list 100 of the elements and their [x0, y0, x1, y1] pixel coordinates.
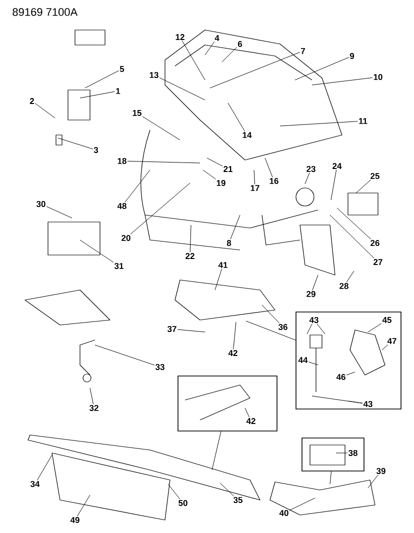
leader-line — [336, 208, 372, 240]
leader-line — [312, 77, 373, 86]
callout-number: 37 — [167, 326, 176, 332]
leader-line — [182, 40, 206, 80]
diagram-title: 89169 7100A — [12, 8, 78, 16]
callout-number: 20 — [122, 235, 130, 241]
callout-number: 15 — [132, 110, 142, 116]
inset-frame — [302, 438, 364, 472]
callout-number: 26 — [370, 240, 380, 246]
callout-number: 14 — [242, 132, 252, 138]
leader-line — [228, 102, 246, 132]
leader-line — [36, 454, 52, 480]
leader-line — [202, 170, 216, 180]
inset-frame — [178, 376, 278, 432]
leader-line — [246, 320, 296, 340]
leader-line — [46, 206, 72, 218]
leader-line — [124, 170, 150, 202]
leader-line — [222, 46, 238, 62]
leader-line — [262, 304, 280, 324]
callout-number: 2 — [30, 98, 34, 104]
callout-number: 13 — [150, 72, 158, 78]
callout-number: 9 — [350, 53, 354, 59]
leader-line — [177, 329, 206, 332]
callout-number: 49 — [70, 517, 80, 523]
leader-line — [204, 41, 215, 56]
leader-line — [94, 344, 155, 366]
leader-line — [77, 494, 90, 516]
callout-number: 48 — [117, 203, 126, 209]
callout-number: 23 — [306, 166, 316, 172]
leader-line — [220, 482, 234, 496]
leader-line — [336, 452, 348, 454]
leader-line — [316, 324, 326, 334]
callout-number: 31 — [114, 263, 124, 270]
leader-line — [80, 240, 114, 263]
callout-number: 44 — [298, 357, 308, 363]
callout-number: 40 — [279, 510, 288, 516]
leader-line — [233, 322, 236, 350]
leader-line — [244, 408, 250, 418]
callout-number: 8 — [226, 240, 232, 246]
leader-line — [382, 344, 388, 350]
leader-line — [34, 103, 56, 118]
callout-number: 11 — [359, 118, 368, 124]
leader-line — [330, 170, 337, 200]
leader-line — [346, 270, 354, 282]
callout-number: 18 — [118, 158, 126, 164]
callout-number: 21 — [224, 166, 232, 172]
callout-number: 39 — [376, 468, 386, 474]
leader-line — [210, 52, 300, 88]
leader-line — [230, 214, 240, 240]
leader-line — [142, 116, 180, 140]
leader-line — [304, 172, 310, 184]
callout-number: 3 — [94, 147, 98, 154]
callout-number: 6 — [238, 41, 242, 47]
leader-line — [84, 70, 120, 88]
leader-line — [368, 323, 382, 332]
leader-line — [212, 431, 222, 470]
leader-line — [368, 474, 378, 488]
callout-number: 28 — [340, 283, 348, 289]
leader-line — [356, 180, 371, 194]
callout-number: 27 — [374, 259, 382, 265]
callout-number: 22 — [186, 253, 194, 259]
leader-line — [280, 121, 358, 126]
leader-line — [294, 57, 350, 80]
callout-number: 50 — [178, 500, 188, 506]
leader-line — [312, 274, 318, 290]
callout-number: 17 — [250, 185, 260, 191]
callout-number: 38 — [348, 450, 358, 456]
callout-number: 33 — [155, 364, 164, 370]
callout-number: 5 — [120, 66, 124, 72]
leader-line — [330, 214, 374, 258]
leader-line — [127, 160, 200, 164]
callout-number: 42 — [228, 350, 238, 356]
callout-number: 47 — [387, 338, 396, 344]
callout-number: 36 — [278, 324, 288, 330]
callout-number: 30 — [36, 201, 46, 208]
leader-line — [330, 471, 332, 484]
callout-number: 43 — [363, 401, 372, 408]
leader-line — [264, 158, 273, 178]
callout-number: 46 — [336, 374, 346, 380]
leader-line — [306, 324, 312, 334]
callout-number: 32 — [89, 405, 98, 412]
leader-line — [348, 400, 363, 404]
inset-frame — [296, 312, 402, 410]
callout-number: 1 — [116, 88, 120, 94]
callout-number: 10 — [374, 74, 382, 80]
callout-number: 12 — [176, 34, 184, 40]
leader-line — [254, 170, 256, 185]
callout-number: 4 — [214, 35, 220, 41]
callout-number: 41 — [218, 262, 228, 268]
callout-number: 29 — [306, 291, 316, 297]
leader-line — [289, 498, 316, 511]
callout-number: 25 — [370, 173, 380, 179]
leader-line — [346, 372, 356, 376]
leader-line — [90, 388, 94, 404]
leader-line — [130, 182, 190, 234]
leader-line — [58, 138, 94, 150]
leader-line — [206, 158, 223, 166]
leader-line — [214, 268, 222, 290]
leader-line — [168, 484, 180, 500]
callout-number: 24 — [332, 163, 342, 169]
